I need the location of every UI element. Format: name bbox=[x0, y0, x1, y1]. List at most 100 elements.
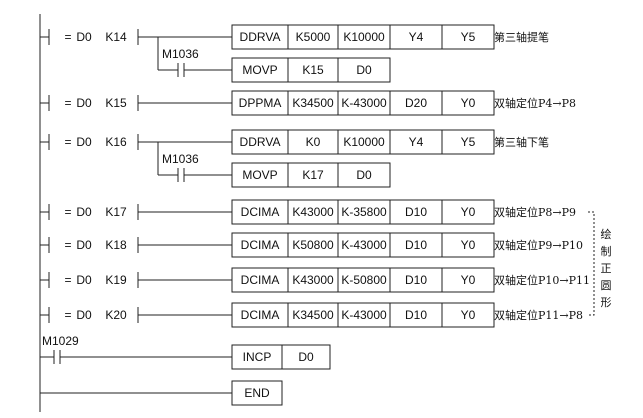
rung-comment: 双轴定位P11→P8 bbox=[494, 308, 583, 322]
compare-operator: = bbox=[64, 96, 71, 110]
instruction-operand: D10 bbox=[405, 273, 427, 287]
compare-operator: = bbox=[64, 238, 71, 252]
group-bracket-line bbox=[588, 211, 595, 316]
end-instruction-cell bbox=[231, 380, 283, 406]
instruction-operand-cell bbox=[337, 57, 391, 83]
instruction-operand: K10000 bbox=[343, 30, 385, 44]
group-note-char: 圆 bbox=[601, 279, 612, 292]
instruction-mnemonic: DCIMA bbox=[241, 308, 280, 322]
compare-value: K19 bbox=[105, 273, 127, 287]
rung-comment: 双轴定位P4→P8 bbox=[494, 96, 576, 110]
instruction-operand: D10 bbox=[405, 238, 427, 252]
instruction-operand-cell bbox=[441, 90, 495, 116]
instruction-operand: K34500 bbox=[292, 96, 334, 110]
instruction-operand: K10000 bbox=[343, 135, 385, 149]
instruction-operand: Y0 bbox=[461, 96, 476, 110]
group-note-char: 绘 bbox=[601, 227, 612, 241]
instruction-operand: Y0 bbox=[461, 308, 476, 322]
instruction-operand: Y5 bbox=[461, 135, 476, 149]
instruction-operand-cell bbox=[441, 302, 495, 328]
instruction-block: DCIMA K34500 K-43000 D10 Y0 bbox=[231, 302, 495, 328]
instruction-operand-cell bbox=[281, 344, 331, 370]
instruction-operand: K-43000 bbox=[341, 96, 387, 110]
compare-operator: = bbox=[64, 135, 71, 149]
instruction-operand: K-35800 bbox=[341, 205, 387, 219]
instruction-operand: K34500 bbox=[292, 308, 334, 322]
compare-value: K18 bbox=[105, 238, 127, 252]
compare-source: D0 bbox=[76, 273, 92, 287]
instruction-operand-cell bbox=[441, 199, 495, 225]
instruction-operand-cell bbox=[441, 24, 495, 50]
instruction-operand-cell bbox=[441, 129, 495, 155]
compare-operator: = bbox=[64, 308, 71, 322]
group-note-char: 形 bbox=[601, 296, 612, 309]
instruction-operand: K43000 bbox=[292, 273, 334, 287]
instruction-mnemonic: DDRVA bbox=[240, 30, 281, 44]
branch-contact bbox=[177, 63, 185, 77]
instruction-block: DDRVA K0 K10000 Y4 Y5 bbox=[231, 129, 495, 155]
compare-value: K15 bbox=[105, 96, 127, 110]
instruction-operand: D0 bbox=[298, 350, 314, 364]
instruction-operand: Y5 bbox=[461, 30, 476, 44]
compare-value: K14 bbox=[105, 30, 127, 44]
instruction-operand: Y4 bbox=[409, 30, 424, 44]
group-note-char: 制 bbox=[601, 245, 612, 258]
instruction-operand: D10 bbox=[405, 308, 427, 322]
instruction-mnemonic: INCP bbox=[243, 350, 272, 364]
instruction-mnemonic: MOVP bbox=[242, 63, 277, 77]
instruction-operand: K-43000 bbox=[341, 308, 387, 322]
instruction-mnemonic: DDRVA bbox=[240, 135, 281, 149]
end-instruction: END bbox=[244, 386, 270, 400]
rung-comment: 第三轴提笔 bbox=[494, 30, 549, 44]
instruction-operand: Y0 bbox=[461, 238, 476, 252]
branch-contact-label: M1036 bbox=[162, 47, 199, 61]
compare-source: D0 bbox=[76, 135, 92, 149]
compare-value: K16 bbox=[105, 135, 127, 149]
instruction-operand: D10 bbox=[405, 205, 427, 219]
compare-operator: = bbox=[64, 205, 71, 219]
incp-contact-label: M1029 bbox=[42, 334, 79, 348]
rung-comment: 双轴定位P10→P11 bbox=[494, 273, 590, 287]
incp-contact bbox=[53, 350, 61, 364]
instruction-mnemonic: DCIMA bbox=[241, 273, 280, 287]
compare-source: D0 bbox=[76, 205, 92, 219]
instruction-operand: Y0 bbox=[461, 205, 476, 219]
instruction-operand: Y4 bbox=[409, 135, 424, 149]
instruction-mnemonic: DPPMA bbox=[239, 96, 282, 110]
instruction-operand-cell bbox=[441, 267, 495, 293]
compare-value: K17 bbox=[105, 205, 127, 219]
group-note-char: 正 bbox=[601, 262, 612, 275]
compare-source: D0 bbox=[76, 308, 92, 322]
instruction-operand-cell bbox=[337, 162, 391, 188]
instruction-operand-cell bbox=[441, 232, 495, 258]
instruction-operand: K0 bbox=[306, 135, 321, 149]
end-rung: END bbox=[40, 380, 283, 406]
rung-comment: 双轴定位P9→P10 bbox=[494, 238, 583, 252]
compare-source: D0 bbox=[76, 238, 92, 252]
compare-source: D0 bbox=[76, 30, 92, 44]
instruction-operand: K17 bbox=[302, 168, 324, 182]
instruction-mnemonic: DCIMA bbox=[241, 238, 280, 252]
compare-operator: = bbox=[64, 30, 71, 44]
instruction-operand: D0 bbox=[356, 63, 372, 77]
instruction-operand: K43000 bbox=[292, 205, 334, 219]
instruction-mnemonic: DCIMA bbox=[241, 205, 280, 219]
compare-source: D0 bbox=[76, 96, 92, 110]
compare-operator: = bbox=[64, 273, 71, 287]
